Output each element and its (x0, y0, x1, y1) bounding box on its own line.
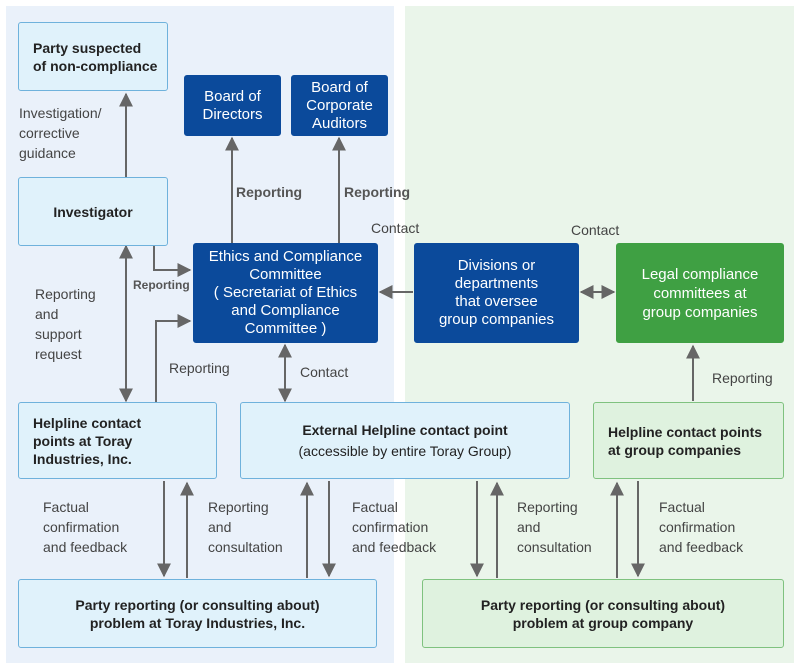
legal-compliance-text: Legal compliance committees at group com… (641, 265, 759, 321)
label-factual-1: Factual confirmation and feedback (43, 499, 128, 555)
ethics-committee-box: Ethics and Compliance Committee ( Secret… (193, 243, 378, 343)
label-contact-top-right: Contact (571, 222, 620, 238)
label-reporting-support: Reporting and support request (35, 286, 96, 362)
label-reporting-small: Reporting (133, 278, 190, 292)
party-reporting-group-box: Party reporting (or consulting about) pr… (422, 579, 784, 648)
board-of-auditors-box: Board of Corporate Auditors (291, 75, 388, 136)
label-reporting-auditors: Reporting (344, 184, 411, 200)
external-helpline-title: External Helpline contact point (302, 422, 508, 438)
investigator-box: Investigator (18, 177, 168, 246)
party-reporting-group-text: Party reporting (or consulting about) pr… (480, 596, 726, 631)
party-reporting-toray-box: Party reporting (or consulting about) pr… (18, 579, 377, 648)
helpline-group-box: Helpline contact points at group compani… (593, 402, 784, 479)
label-reporting-directors: Reporting (236, 184, 303, 200)
helpline-toray-text: Helpline contact points at Toray Industr… (33, 414, 142, 467)
label-factual-2: Factual confirmation and feedback (352, 499, 437, 555)
label-reporting-group: Reporting (712, 370, 773, 386)
external-helpline-box: External Helpline contact point (accessi… (240, 402, 570, 479)
label-reporting-consult-1: Reporting and consultation (208, 499, 283, 555)
label-reporting-consult-2: Reporting and consultation (517, 499, 592, 555)
arrow-helpline-to-ethics (155, 314, 192, 402)
label-investigation: Investigation/ corrective guidance (19, 105, 102, 161)
legal-compliance-box: Legal compliance committees at group com… (616, 243, 784, 343)
arrow-investigator-to-ethics (153, 246, 192, 277)
board-of-directors-box: Board of Directors (184, 75, 281, 136)
helpline-toray-box: Helpline contact points at Toray Industr… (18, 402, 217, 479)
investigator-text: Investigator (53, 203, 133, 220)
label-contact-external: Contact (300, 364, 349, 380)
label-contact-top-left: Contact (371, 220, 420, 236)
party-suspected-box: Party suspected of non-compliance (18, 22, 168, 91)
external-helpline-subtitle: (accessible by entire Toray Group) (298, 443, 512, 459)
board-of-auditors-text: Board of Corporate Auditors (306, 78, 373, 132)
board-of-directors-text: Board of Directors (202, 87, 263, 123)
divisions-box: Divisions or departments that oversee gr… (414, 243, 579, 343)
label-reporting-helpline: Reporting (169, 360, 230, 376)
ethics-committee-text: Ethics and Compliance Committee ( Secret… (208, 248, 363, 337)
divisions-text: Divisions or departments that oversee gr… (438, 257, 555, 328)
label-factual-3: Factual confirmation and feedback (659, 499, 744, 555)
party-suspected-text: Party suspected of non-compliance (33, 39, 158, 74)
party-reporting-toray-text: Party reporting (or consulting about) pr… (75, 596, 320, 631)
helpline-group-text: Helpline contact points at group compani… (608, 423, 763, 458)
